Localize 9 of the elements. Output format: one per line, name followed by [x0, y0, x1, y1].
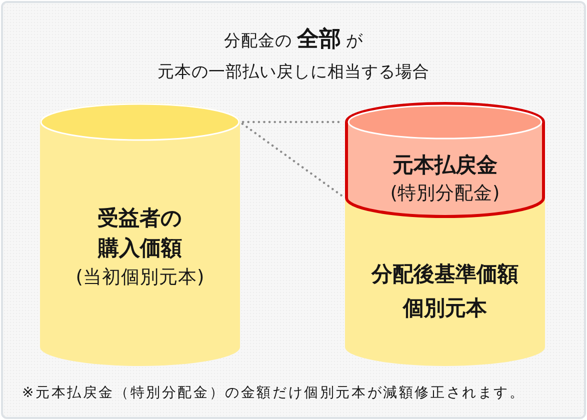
cylinder-label: 元本払戻金 [392, 152, 498, 179]
caption: ※元本払戻金（特別分配金）の金額だけ個別元本が減額修正されます。 [22, 384, 526, 402]
cylinder-label: 分配後基準価額 [372, 261, 518, 288]
dotted-line [241, 122, 344, 198]
cylinder-sublabel: (当初個別元本) [76, 266, 204, 290]
cylinder-label: 個別元本 [403, 295, 487, 322]
cylinder-label: 受益者の購入価額 [96, 205, 184, 262]
title: 分配金の 全部 が元本の一部払い戻しに相当する場合 [158, 26, 430, 83]
cylinder-sublabel: (特別分配金) [390, 182, 500, 206]
